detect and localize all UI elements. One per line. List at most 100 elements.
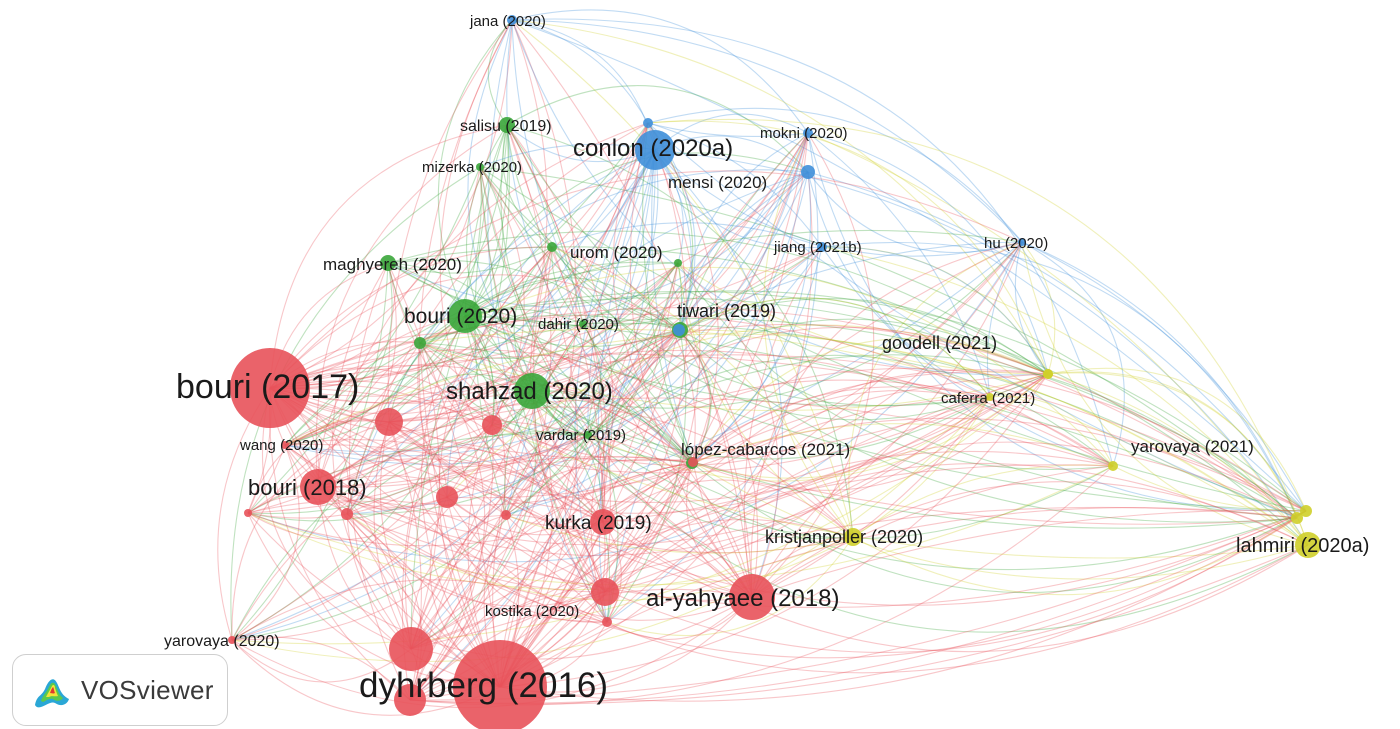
- node-circle-caferra2021[interactable]: [986, 393, 994, 401]
- node-circle-salisu2019[interactable]: [499, 117, 515, 133]
- node-label-bouri2017[interactable]: bouri (2017): [176, 368, 359, 406]
- node-circle-u6[interactable]: [501, 510, 511, 520]
- node-circle-jana2020[interactable]: [507, 15, 517, 25]
- node-label-vardar2019[interactable]: vardar (2019): [536, 427, 626, 444]
- node-label-jana2020[interactable]: jana (2020): [469, 13, 546, 30]
- node-circle-u15[interactable]: [1043, 369, 1053, 379]
- node-circle-mensi2020[interactable]: [801, 165, 815, 179]
- link-line: [505, 329, 680, 516]
- node-circle-u17[interactable]: [1300, 505, 1312, 517]
- node-circle-urom2020[interactable]: [674, 259, 682, 267]
- node-circle-hu2020[interactable]: [1018, 238, 1026, 246]
- node-label-bouri2018[interactable]: bouri (2018): [248, 475, 367, 500]
- link-line: [247, 500, 608, 623]
- link-line: [419, 342, 606, 593]
- node-circle-u11[interactable]: [414, 337, 426, 349]
- node-label-yarovaya2020[interactable]: yarovaya (2020): [164, 633, 280, 650]
- link-line: [604, 461, 694, 593]
- node-circle-u9[interactable]: [394, 684, 426, 716]
- node-circle-u4[interactable]: [591, 578, 619, 606]
- node-circle-lahmiri2020a[interactable]: [1295, 532, 1321, 558]
- node-circle-mokni2020[interactable]: [803, 128, 813, 138]
- node-circle-bouri2017[interactable]: [230, 348, 310, 428]
- node-circle-wang2020[interactable]: [281, 441, 289, 449]
- node-circle-u16[interactable]: [1291, 512, 1303, 524]
- link-line: [692, 417, 1307, 512]
- node-circle-u8[interactable]: [244, 509, 252, 517]
- node-circle-yarovaya2020[interactable]: [228, 636, 236, 644]
- node-circle-vardar2019[interactable]: [584, 431, 592, 439]
- node-circle-dyhrberg2016[interactable]: [453, 640, 547, 729]
- node-label-kristjanpoller2020[interactable]: kristjanpoller (2020): [765, 527, 923, 547]
- node-circle-u7[interactable]: [389, 627, 433, 671]
- vosviewer-logo-badge[interactable]: VOSviewer: [12, 654, 228, 726]
- link-line: [418, 19, 513, 688]
- link-line: [464, 277, 681, 331]
- node-label-salisu2019[interactable]: salisu (2019): [460, 118, 552, 135]
- node-circle-bouri2018[interactable]: [300, 469, 336, 505]
- node-label-mizerka2020[interactable]: mizerka (2020): [422, 159, 522, 176]
- node-label-dyhrberg2016[interactable]: dyhrberg (2016): [359, 666, 608, 705]
- node-label-urom2020[interactable]: urom (2020): [570, 243, 663, 262]
- link-line: [505, 241, 1023, 516]
- link-line: [1014, 241, 1049, 375]
- node-label-alyahyaee2018[interactable]: al-yahyaee (2018): [646, 585, 839, 612]
- node-circle-kostika2020[interactable]: [602, 617, 612, 627]
- node-label-hu2020[interactable]: hu (2020): [984, 235, 1048, 252]
- node-circle-kurka2019[interactable]: [590, 509, 616, 535]
- node-label-conlon2020a[interactable]: conlon (2020a): [573, 135, 733, 162]
- node-label-kostika2020[interactable]: kostika (2020): [485, 603, 579, 620]
- link-line: [464, 315, 680, 348]
- node-circle-shahzad2020[interactable]: [514, 373, 550, 409]
- link-line: [409, 149, 656, 701]
- link-line: [677, 262, 1049, 375]
- node-label-bouri2020[interactable]: bouri (2020): [404, 305, 517, 328]
- link-line: [387, 262, 604, 523]
- node-label-maghyereh2020[interactable]: maghyereh (2020): [323, 255, 462, 274]
- node-circle-bouri2020[interactable]: [448, 299, 482, 333]
- node-circle-dahir2020[interactable]: [579, 320, 587, 328]
- node-circle-lopezcabarcos2021[interactable]: [688, 457, 698, 467]
- node-label-mensi2020[interactable]: mensi (2020): [668, 173, 767, 192]
- link-line: [602, 373, 1049, 523]
- node-label-tiwari2019[interactable]: tiwari (2019): [677, 301, 776, 321]
- node-label-dahir2020[interactable]: dahir (2020): [538, 316, 619, 333]
- node-label-goodell2021[interactable]: goodell (2021): [882, 333, 997, 353]
- link-line: [587, 262, 679, 436]
- node-circle-yarovaya2021[interactable]: [1108, 461, 1118, 471]
- node-circle-alyahyaee2018[interactable]: [729, 574, 775, 620]
- node-circle-u3[interactable]: [436, 486, 458, 508]
- node-circle-mizerka2020[interactable]: [476, 163, 484, 171]
- node-circle-jiang2021b[interactable]: [817, 242, 827, 252]
- node-circle-u13[interactable]: [643, 118, 653, 128]
- link-line: [679, 297, 991, 398]
- link-line: [1021, 241, 1056, 375]
- link-line: [511, 9, 809, 134]
- link-line: [247, 166, 481, 514]
- node-label-yarovaya2021[interactable]: yarovaya (2021): [1131, 437, 1254, 456]
- link-line: [989, 395, 1114, 467]
- node-label-caferra2021[interactable]: caferra (2021): [941, 390, 1035, 407]
- node-circle-u1[interactable]: [375, 408, 403, 436]
- link-line: [491, 149, 656, 426]
- link-line: [284, 132, 809, 453]
- node-circle-u14[interactable]: [673, 324, 685, 336]
- node-label-kurka2019[interactable]: kurka (2019): [545, 513, 652, 534]
- node-circle-maghyereh2020[interactable]: [380, 255, 396, 271]
- node-label-shahzad2020[interactable]: shahzad (2020): [446, 378, 613, 405]
- node-circle-u10[interactable]: [547, 242, 557, 252]
- link-line: [499, 507, 1298, 688]
- node-label-jiang2021b[interactable]: jiang (2021b): [773, 239, 862, 256]
- node-circle-u2[interactable]: [482, 415, 502, 435]
- node-label-lopezcabarcos2021[interactable]: lópez-cabarcos (2021): [681, 440, 850, 459]
- node-circle-u5[interactable]: [341, 508, 353, 520]
- node-label-wang2020[interactable]: wang (2020): [239, 437, 323, 454]
- link-line: [821, 241, 1298, 519]
- node-circle-conlon2020a[interactable]: [635, 130, 675, 170]
- node-circle-kristjanpoller2020[interactable]: [844, 528, 862, 546]
- link-line: [654, 149, 783, 598]
- link-line: [654, 149, 823, 249]
- node-label-lahmiri2020a[interactable]: lahmiri (2020a): [1236, 535, 1369, 557]
- link-line: [582, 149, 656, 325]
- node-label-mokni2020[interactable]: mokni (2020): [760, 125, 848, 142]
